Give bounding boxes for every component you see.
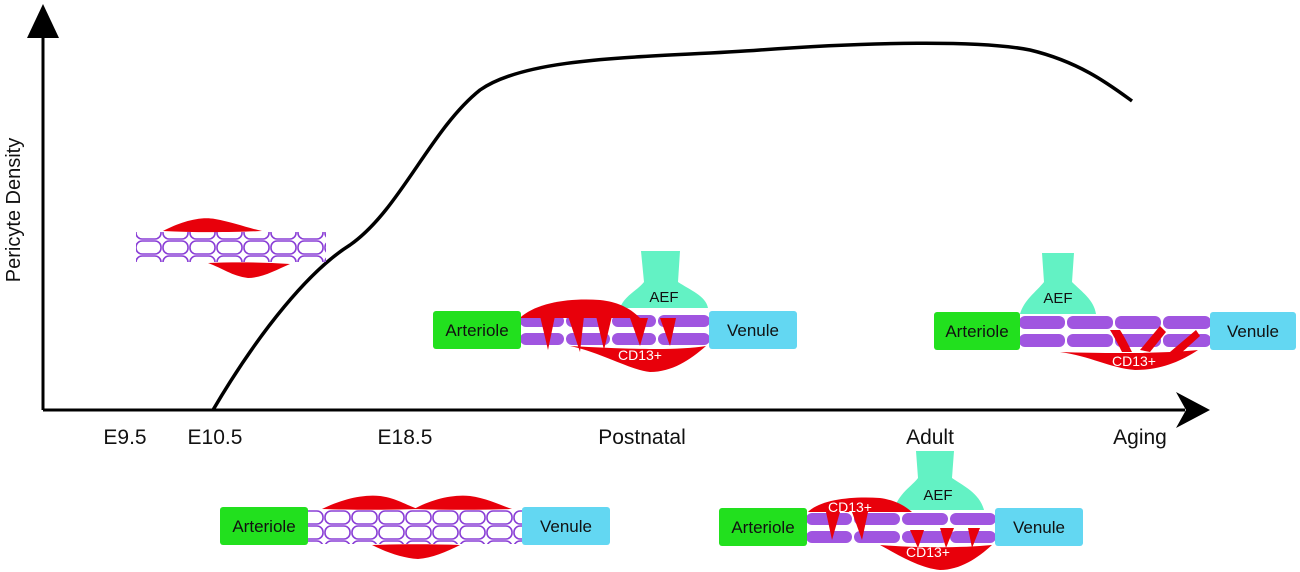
- x-tick-postnatal: Postnatal: [598, 426, 686, 449]
- x-tick-adult: Adult: [906, 426, 954, 449]
- pericyte-cell: [322, 495, 418, 510]
- x-tick-e10-5: E10.5: [188, 426, 243, 449]
- vessel-postnatal: AEF CD13+ Arteriole Venule: [433, 251, 797, 372]
- vessel-adult: AEF CD13+ CD13+ Arteriole Venule: [719, 451, 1083, 570]
- cd13-label: CD13+: [828, 499, 872, 515]
- x-tick-e9-5: E9.5: [103, 426, 146, 449]
- y-axis: [27, 4, 59, 410]
- arteriole-box: [433, 311, 521, 349]
- aef-astrocyte-endfoot: AEF: [620, 251, 708, 308]
- aef-label: AEF: [649, 289, 678, 306]
- aef-astrocyte-endfoot: AEF: [894, 451, 984, 510]
- venule-label: Venule: [727, 321, 779, 340]
- venule-label: Venule: [1013, 518, 1065, 537]
- endothelial-cells: [306, 510, 524, 544]
- pericyte-cell: [372, 544, 460, 559]
- venule-box: [522, 507, 610, 545]
- x-tick-labels: E9.5 E10.5 E18.5 Postnatal Adult Aging: [103, 426, 1166, 449]
- pericyte-cell: CD13+: [520, 299, 706, 372]
- pericyte-cell: [208, 262, 290, 278]
- arteriole-label: Arteriole: [945, 322, 1008, 341]
- aef-astrocyte-endfoot: AEF: [1020, 253, 1096, 314]
- pericyte-density-curve: [211, 41, 1134, 411]
- venule-box: [1210, 312, 1296, 350]
- cd13-label: CD13+: [618, 347, 662, 363]
- arteriole-label: Arteriole: [731, 518, 794, 537]
- x-axis: [43, 392, 1210, 428]
- x-tick-e18-5: E18.5: [378, 426, 433, 449]
- vessel-aging: AEF CD13+ Arteriole Venule: [934, 253, 1296, 370]
- pericyte-cell: CD13+ CD13+: [808, 497, 992, 570]
- venule-box: [709, 311, 797, 349]
- venule-box: [995, 508, 1083, 546]
- y-axis-label: Pericyte Density: [3, 138, 25, 283]
- cd13-label: CD13+: [906, 544, 950, 560]
- vessel-e18-5: Arteriole Venule: [220, 495, 610, 559]
- arteriole-box: [934, 312, 1020, 350]
- x-axis-arrow-icon: [1176, 392, 1210, 428]
- pericyte-cell: CD13+: [1060, 326, 1200, 370]
- y-axis-arrow-icon: [27, 4, 59, 38]
- pericyte-cell: [163, 218, 262, 233]
- endothelial-cells: [1019, 316, 1211, 347]
- venule-label: Venule: [540, 517, 592, 536]
- arteriole-label: Arteriole: [445, 321, 508, 340]
- arteriole-box: [220, 507, 308, 545]
- vessel-e9-5: [136, 218, 326, 278]
- arteriole-box: [719, 508, 807, 546]
- venule-label: Venule: [1227, 322, 1279, 341]
- endothelial-cells: [136, 232, 326, 262]
- pericyte-cell: [414, 495, 512, 510]
- x-tick-aging: Aging: [1113, 426, 1167, 449]
- cd13-label: CD13+: [1112, 353, 1156, 369]
- arteriole-label: Arteriole: [232, 517, 295, 536]
- aef-label: AEF: [923, 487, 952, 504]
- aef-label: AEF: [1043, 290, 1072, 307]
